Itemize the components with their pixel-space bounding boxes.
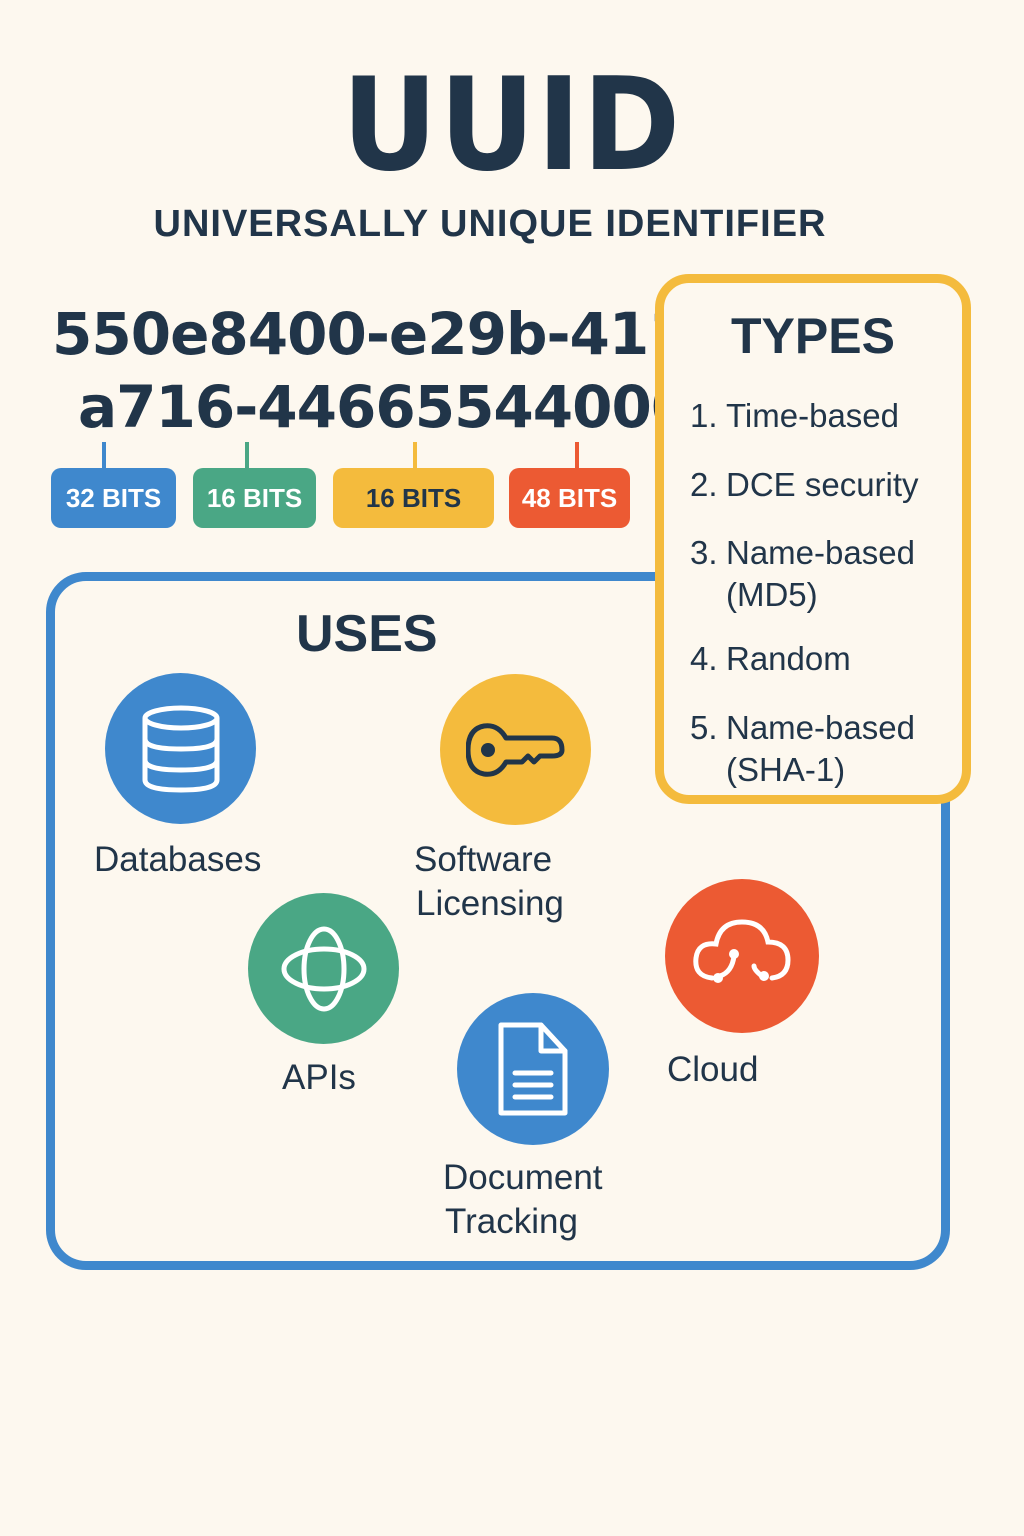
bit-tick-1 <box>102 442 106 468</box>
type-number: 3. <box>690 534 718 571</box>
types-title: TYPES <box>731 308 895 364</box>
type-item-1: 1.Time-based <box>690 395 980 437</box>
types-panel: TYPES 1.Time-based 2.DCE security 3.Name… <box>655 274 971 804</box>
bit-badge-16a: 16 BITS <box>193 468 316 528</box>
bit-badge-label: 32 BITS <box>65 482 162 513</box>
use-label-software-licensing: Software Licensing <box>414 838 564 926</box>
type-number: 4. <box>690 640 718 677</box>
key-icon <box>465 722 564 777</box>
type-number: 2. <box>690 466 718 503</box>
bit-tick-3 <box>413 442 417 468</box>
bit-badge-32: 32 BITS <box>51 468 176 528</box>
uuid-example-line-1: 550e8400-e29b-411 <box>52 300 689 368</box>
type-label: DCE security <box>726 466 919 503</box>
cloud-icon <box>693 919 791 983</box>
bit-badge-48: 48 BITS <box>509 468 630 528</box>
use-software-licensing <box>440 674 591 825</box>
use-label-databases: Databases <box>94 840 262 879</box>
type-item-3: 3.Name-based (MD5) <box>690 532 980 616</box>
globe-icon <box>281 926 366 1011</box>
type-number: 1. <box>690 397 718 434</box>
use-label-apis: APIs <box>282 1058 356 1097</box>
use-label-line: Document <box>443 1158 603 1197</box>
uses-title: USES <box>296 605 438 663</box>
type-label: Name-based <box>726 709 915 746</box>
type-detail: (MD5) <box>726 576 818 613</box>
use-label-document-tracking: Document Tracking <box>443 1156 603 1244</box>
type-detail: (SHA-1) <box>726 751 846 788</box>
bit-badge-label: 48 BITS <box>521 482 618 513</box>
use-apis <box>248 893 399 1044</box>
type-item-5: 5.Name-based (SHA-1) <box>690 707 980 791</box>
use-label-line: Licensing <box>416 884 564 923</box>
bit-tick-2 <box>245 442 249 468</box>
use-cloud <box>665 879 819 1033</box>
use-label-line: Software <box>414 840 553 879</box>
type-label: Random <box>726 640 851 677</box>
document-icon <box>498 1022 568 1116</box>
type-item-2: 2.DCE security <box>690 464 980 506</box>
page-title: UUID <box>341 51 683 200</box>
bit-badge-16b: 16 BITS <box>333 468 494 528</box>
database-icon <box>142 705 219 793</box>
bit-badge-label: 16 BITS <box>206 482 303 513</box>
uses-panel <box>46 572 950 1270</box>
use-document-tracking <box>457 993 609 1145</box>
bit-tick-4 <box>575 442 579 468</box>
uuid-example-line-2: a716-446655440000 <box>78 373 731 441</box>
use-label-line: Tracking <box>445 1202 578 1241</box>
type-label: Time-based <box>726 397 900 434</box>
type-number: 5. <box>690 709 718 746</box>
use-databases <box>105 673 256 824</box>
type-item-4: 4.Random <box>690 638 980 680</box>
page-subtitle: UNIVERSALLY UNIQUE IDENTIFIER <box>153 203 827 245</box>
bit-badge-label: 16 BITS <box>365 482 462 513</box>
type-label: Name-based <box>726 534 915 571</box>
use-label-cloud: Cloud <box>667 1050 759 1089</box>
